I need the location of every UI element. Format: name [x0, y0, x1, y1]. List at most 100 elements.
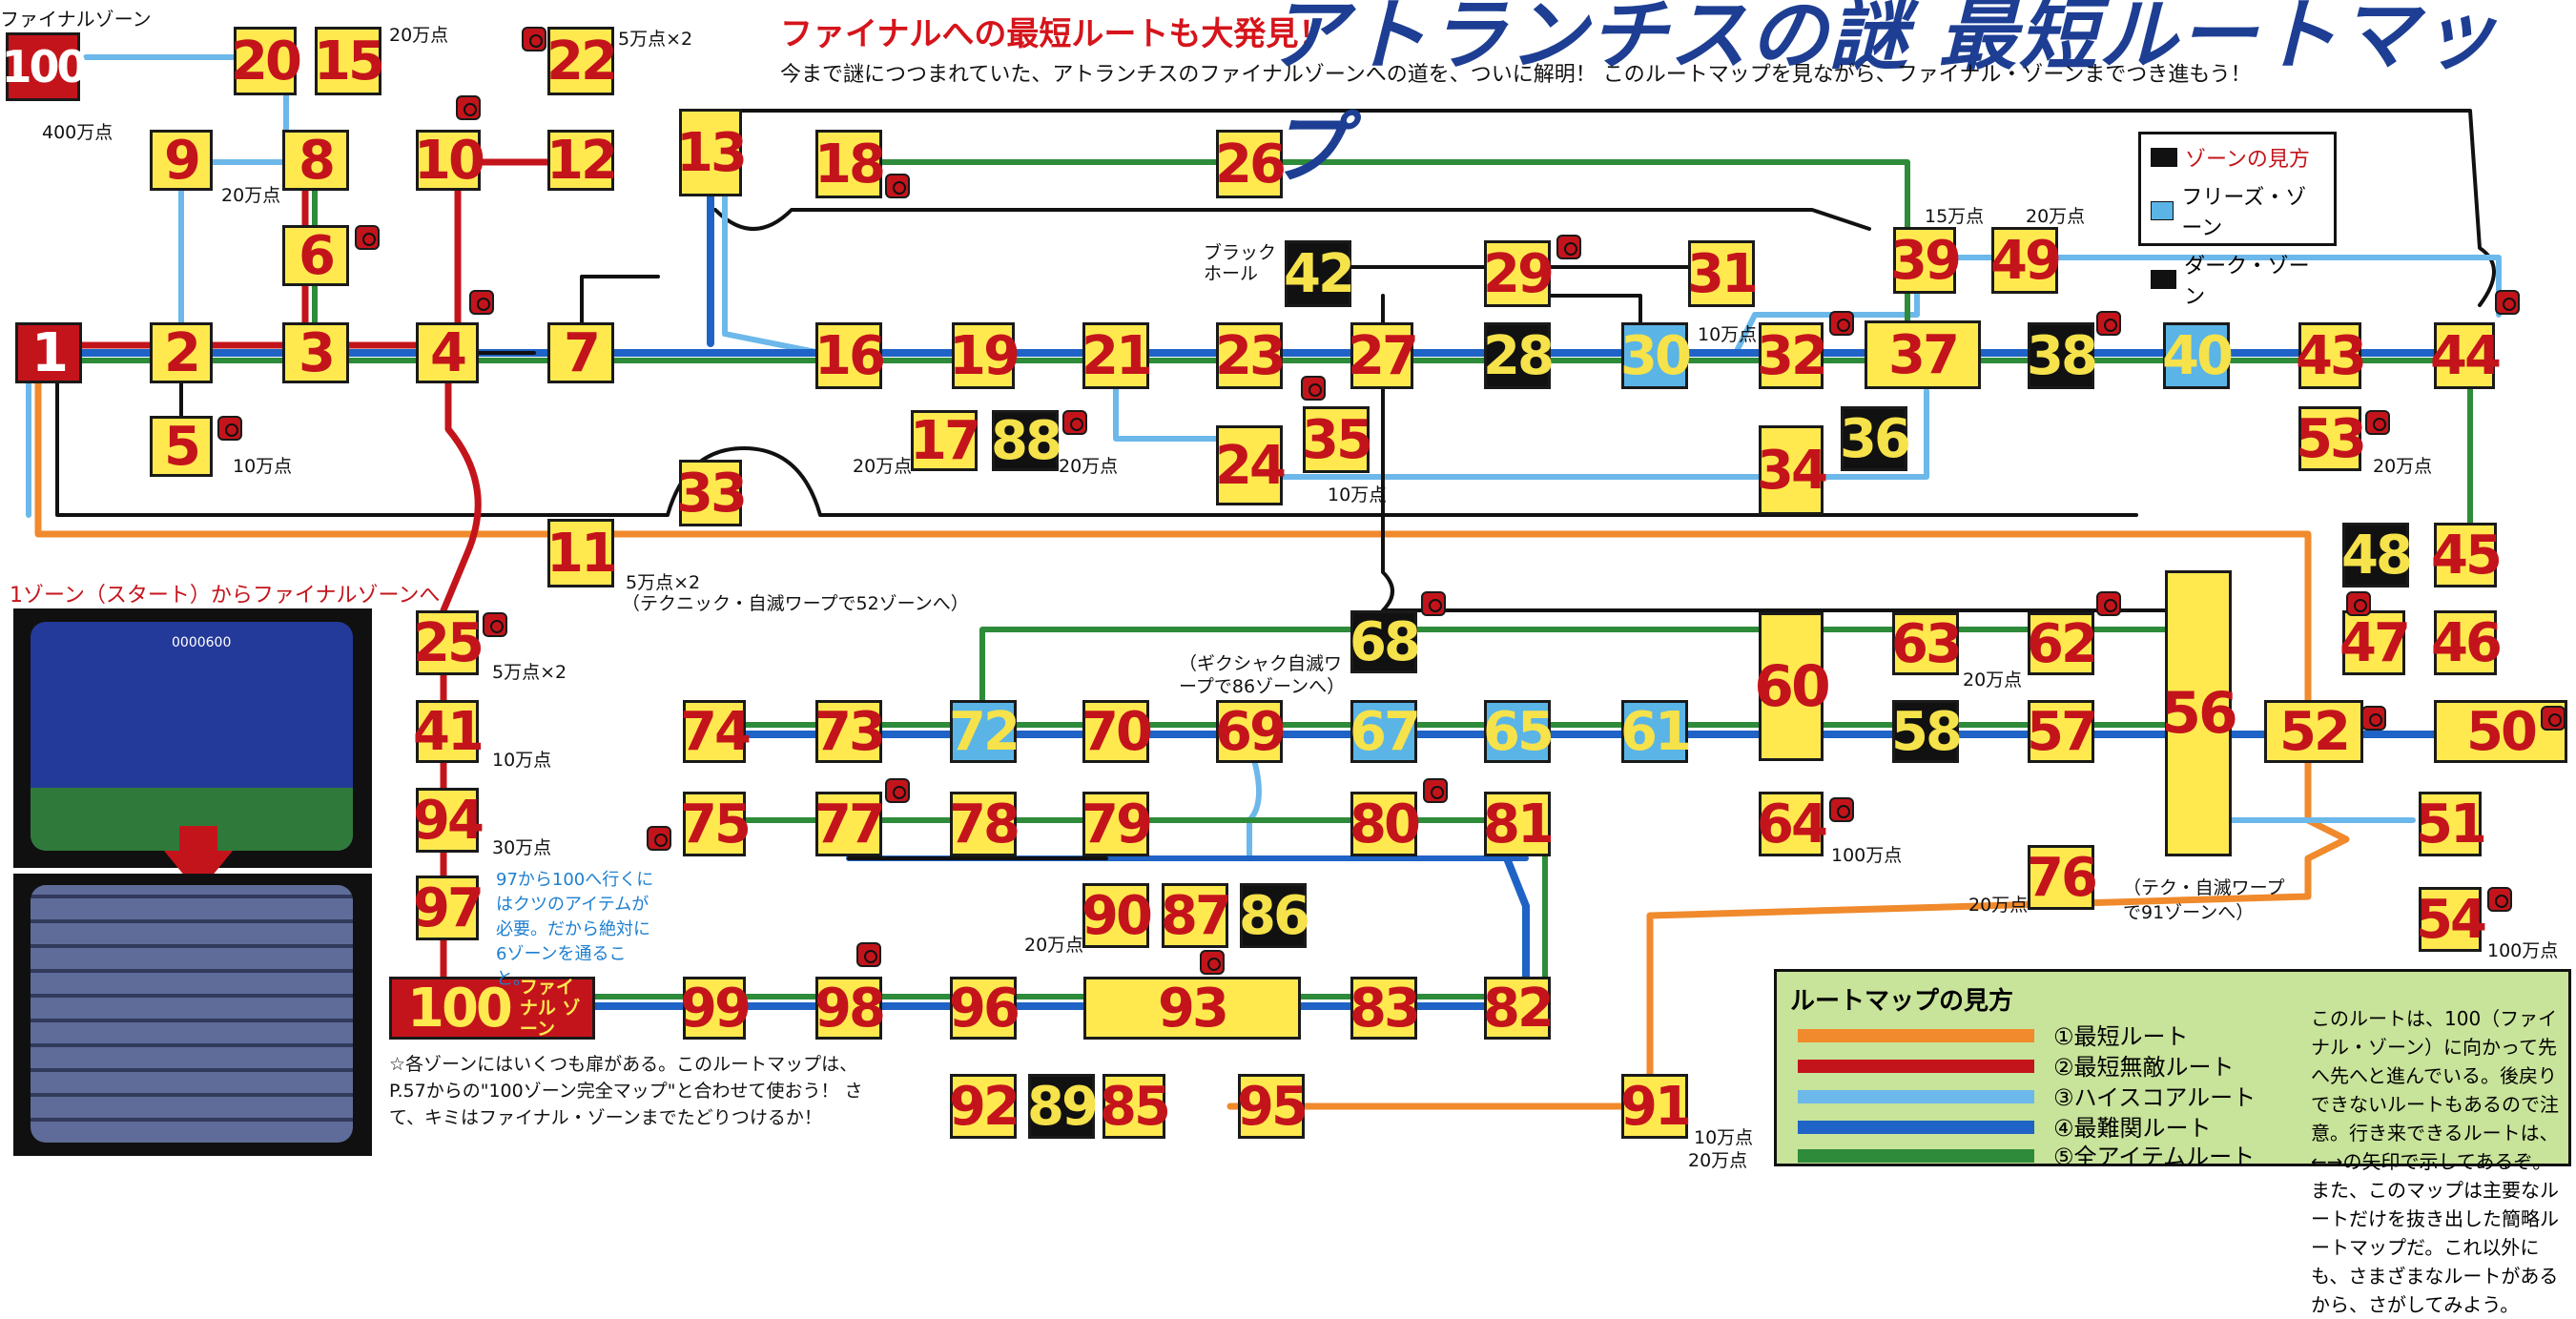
- zone-93: 93: [1083, 977, 1301, 1040]
- zone-5: 5: [150, 416, 213, 478]
- corner-final-points: 400万点: [42, 122, 113, 143]
- points-label-15: 20万点: [389, 25, 449, 46]
- item-badge-4: [469, 290, 494, 315]
- zone-48: 48: [2341, 523, 2413, 587]
- zone-39: 39: [1890, 227, 1962, 294]
- zone-legend-freeze: フリーズ・ゾーン: [2181, 186, 2307, 240]
- item-badge-6: [355, 225, 380, 250]
- route-swatch-3: [1798, 1090, 2034, 1103]
- route-label-4: ④最難関ルート: [2053, 1115, 2212, 1142]
- zone-33: 33: [676, 460, 748, 526]
- zone-79: 79: [1082, 792, 1153, 856]
- zone-56: 56: [2161, 570, 2238, 856]
- zone-19: 19: [949, 322, 1020, 389]
- points-label-64: 100万点: [1831, 845, 1903, 866]
- zone-legend-dark: ダーク・ゾーン: [2184, 255, 2310, 309]
- zone-53: 53: [2296, 406, 2367, 471]
- headline: ファイナルへの最短ルートも大発見！: [780, 15, 1331, 53]
- zone-89: 89: [1027, 1074, 1099, 1139]
- zone-88: 88: [991, 409, 1062, 472]
- final-zone-box: 100 ファイナル ゾーン: [389, 977, 595, 1040]
- blackhole-label: ブラックホール: [1204, 242, 1277, 284]
- points-label-54: 100万点: [2487, 940, 2559, 961]
- zone-95: 95: [1237, 1074, 1309, 1139]
- zone-18: 18: [814, 130, 886, 198]
- zone-34: 34: [1757, 425, 1828, 515]
- warp-note-52: （テクニック・自滅ワープで52ゾーンへ）: [622, 593, 969, 614]
- zone-16: 16: [814, 322, 886, 389]
- zone-64: 64: [1757, 792, 1828, 856]
- item-badge-44: [2495, 290, 2520, 315]
- zone-10: 10: [414, 129, 485, 192]
- points-label-5: 10万点: [233, 456, 293, 477]
- zone-47: 47: [2339, 610, 2411, 675]
- zone-86: 86: [1239, 883, 1310, 948]
- corner-final-label: ファイナルゾーン: [0, 8, 152, 31]
- zone-40: 40: [2162, 322, 2234, 389]
- points-label-22: 5万点×2: [618, 29, 693, 50]
- item-badge-53: [2365, 410, 2390, 435]
- points-label-91a: 10万点: [1694, 1127, 1754, 1148]
- zone-54: 54: [2416, 887, 2487, 952]
- zone-70: 70: [1082, 700, 1153, 763]
- zone-11: 11: [546, 519, 618, 587]
- zone-91: 91: [1620, 1074, 1692, 1139]
- zone-76: 76: [2027, 845, 2098, 910]
- points-label-17: 20万点: [853, 456, 913, 477]
- item-badge-29: [1556, 235, 1581, 259]
- zone-21: 21: [1082, 322, 1153, 389]
- points-label-91b: 20万点: [1688, 1150, 1748, 1171]
- route-label-1: ①最短ルート: [2053, 1023, 2189, 1050]
- points-label-11: 5万点×2: [626, 572, 701, 593]
- zone-15: 15: [314, 27, 385, 95]
- zone-25: 25: [413, 610, 484, 675]
- zone-20: 20: [231, 27, 302, 95]
- points-label-9: 20万点: [221, 185, 281, 206]
- final-zone-label: ファイナル ゾーン: [519, 977, 581, 1040]
- points-label-63: 20万点: [1963, 670, 2023, 690]
- item-badge-75: [647, 826, 671, 851]
- final-zone-number: 100: [407, 977, 513, 1040]
- warp-note-86: （ギクシャク自滅ワープで86ゾーンへ）: [1179, 653, 1346, 697]
- left-caption: 1ゾーン（スタート）からファイナルゾーンへ: [10, 584, 441, 608]
- route-swatch-1: [1798, 1029, 2034, 1042]
- points-label-30: 10万点: [1698, 324, 1758, 345]
- zone-44: 44: [2430, 322, 2502, 389]
- item-badge-98: [856, 942, 881, 967]
- route-legend: ルートマップの見方 ①最短ルート ②最短無敵ルート ③ハイスコアルート ④最難関…: [1774, 969, 2571, 1316]
- route-label-3: ③ハイスコアルート: [2053, 1084, 2257, 1111]
- zone-94: 94: [413, 788, 484, 853]
- screenshot-score: 0000600: [172, 635, 232, 650]
- zone-65: 65: [1483, 700, 1555, 763]
- zone-24: 24: [1215, 425, 1287, 505]
- zone-49: 49: [1990, 227, 2062, 294]
- zone-28: 28: [1483, 322, 1555, 389]
- item-badge-5: [217, 416, 242, 441]
- points-label-90: 20万点: [1024, 935, 1084, 956]
- zone-46: 46: [2431, 610, 2503, 675]
- points-label-94: 30万点: [492, 837, 552, 858]
- zone-52: 52: [2264, 700, 2363, 763]
- item-badge-35: [1301, 376, 1326, 401]
- zone-27: 27: [1348, 322, 1419, 389]
- item-badge-77: [885, 778, 910, 803]
- zone-98: 98: [814, 977, 886, 1040]
- points-label-53: 20万点: [2373, 456, 2433, 477]
- zone-83: 83: [1350, 977, 1421, 1040]
- zone-90: 90: [1082, 883, 1153, 948]
- item-badge-18: [885, 174, 910, 198]
- zone-26: 26: [1215, 130, 1287, 198]
- zone-68: 68: [1350, 610, 1421, 673]
- zone-2: 2: [150, 322, 213, 384]
- item-badge-22: [522, 27, 546, 52]
- zone-82: 82: [1483, 977, 1555, 1040]
- zone-97: 97: [413, 876, 484, 940]
- zone-58: 58: [1891, 700, 1963, 763]
- item-badge-32: [1829, 311, 1854, 336]
- zone-96: 96: [949, 977, 1020, 1040]
- zone-67: 67: [1350, 700, 1421, 763]
- arrow-down-stem: [179, 826, 217, 855]
- zone-73: 73: [814, 700, 886, 763]
- zone-7: 7: [547, 322, 614, 384]
